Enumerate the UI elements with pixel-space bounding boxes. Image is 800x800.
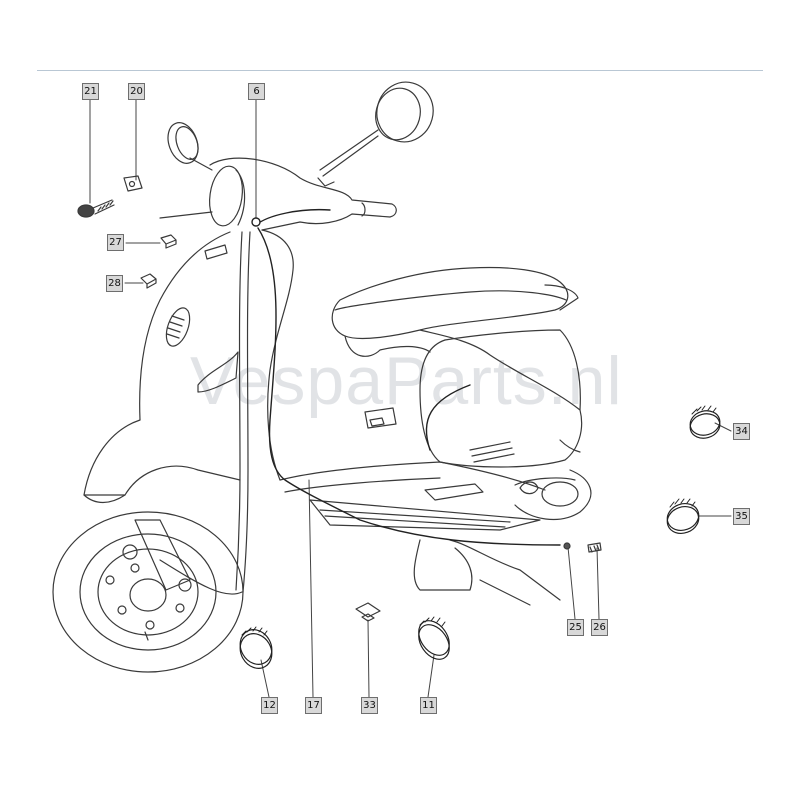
cable-part-17 [251,208,561,546]
hose-clamp-part-11 [418,616,450,660]
seat [331,266,579,340]
callout-26[interactable]: 26 [591,619,608,636]
handlebar [159,157,397,231]
clamp-part-27 [160,234,177,249]
hose-clamp-part-35 [666,498,700,534]
callout-27[interactable]: 27 [107,234,124,251]
bolt-part-26 [587,542,602,553]
rear-body [279,329,592,606]
screw-part-21 [77,199,115,218]
callout-33[interactable]: 33 [361,697,378,714]
clip-nut-part-33 [355,602,381,622]
clip-nut-part-20 [123,175,143,192]
mirror-right [319,81,434,177]
clamp-part-28 [140,273,157,289]
front-wheel [52,419,244,673]
callout-6[interactable]: 6 [248,83,265,100]
callout-11[interactable]: 11 [420,697,437,714]
callout-21[interactable]: 21 [82,83,99,100]
callout-25[interactable]: 25 [567,619,584,636]
washer-part-25 [563,542,571,550]
hose-clamp-part-12 [239,626,273,669]
mirror-left [167,122,213,171]
callout-28[interactable]: 28 [106,275,123,292]
callout-20[interactable]: 20 [128,83,145,100]
callout-34[interactable]: 34 [733,423,750,440]
callout-17[interactable]: 17 [305,697,322,714]
hose-clamp-part-34 [689,405,721,439]
callout-12[interactable]: 12 [261,697,278,714]
header-rule [37,70,763,71]
leader-lines [89,98,732,698]
callout-35[interactable]: 35 [733,508,750,525]
